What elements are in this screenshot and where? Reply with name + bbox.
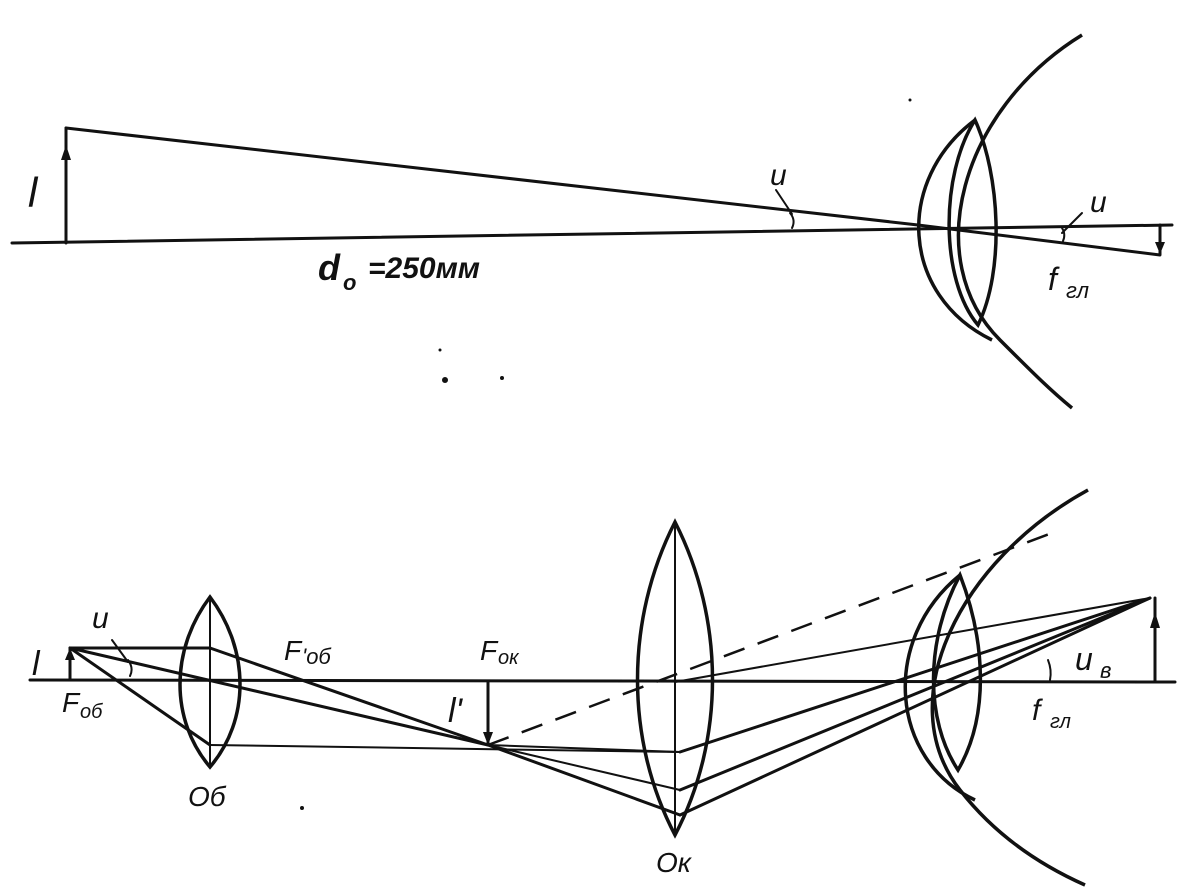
intermediate-image-label: l' [448, 692, 464, 730]
speck [438, 348, 442, 352]
top-object-label: l [28, 169, 39, 216]
bottom-angle-eye-arc [1047, 659, 1052, 681]
top-retina-arrowhead [1155, 242, 1165, 254]
ray-exit-mid [678, 596, 1152, 792]
focus-eyepiece-label: F [480, 635, 499, 666]
speck [442, 377, 448, 383]
top-angle-arc-right [1061, 227, 1066, 242]
top-distance-subscript: o [343, 270, 356, 295]
top-eye-cornea [917, 118, 993, 342]
speck [908, 98, 912, 102]
ray-exit-top [678, 596, 1152, 754]
bottom-eye-lens [931, 570, 983, 774]
ray-chief-objective [68, 646, 490, 747]
bottom-optical-axis [28, 678, 1177, 684]
ray-to-eyepiece-bottom [486, 743, 682, 817]
bottom-retina-subscript: гл [1050, 711, 1071, 733]
focus-objective-label: F [62, 687, 81, 718]
bottom-eye-cornea [903, 573, 976, 802]
top-object-arrowhead [61, 145, 71, 160]
bottom-lower-line [209, 744, 681, 753]
top-angle-label-left: u [770, 159, 787, 192]
top-angle-arc-left [789, 212, 795, 229]
bottom-angle-pointer [111, 639, 129, 663]
top-chief-ray [64, 126, 920, 227]
bottom-retina-label: f [1032, 694, 1043, 727]
top-distance-value: =250мм [368, 252, 480, 285]
intermediate-image-arrowhead [483, 732, 493, 745]
top-eye-lens [947, 116, 998, 329]
angle-eye-subscript: в [1100, 658, 1111, 683]
bottom-eye-sclera [930, 488, 1089, 887]
eyepiece-label: Ок [656, 847, 693, 878]
focus-eyepiece-subscript: ок [498, 647, 520, 669]
speck [500, 376, 504, 380]
bottom-angle-arc [127, 659, 133, 677]
top-angle-pointer-left [775, 189, 793, 215]
top-retina-label: f [1048, 261, 1060, 297]
speck [300, 806, 304, 810]
ray-through-focus [68, 646, 212, 747]
dashed-construction-line [487, 528, 1061, 747]
top-angle-pointer-right [1061, 212, 1083, 234]
ray-to-eyepiece-mid [487, 744, 681, 791]
bottom-retina-arrowhead [1150, 612, 1160, 628]
top-retina-subscript: гл [1066, 278, 1089, 303]
objective-label: Об [188, 781, 227, 812]
bottom-diagram: l u F об F 'об F ок l' Об Ок u в f гл [28, 98, 1177, 887]
angle-eye-label: u [1075, 641, 1093, 677]
top-angle-label-right: u [1090, 186, 1107, 219]
bottom-object-arrowhead [65, 648, 75, 660]
focus-objective-prime-subscript: 'об [302, 644, 332, 669]
ray-to-eyepiece-parallel [487, 744, 681, 753]
ray-exit-bottom [678, 596, 1152, 817]
top-optical-axis [10, 223, 1174, 245]
top-distance-label: d [318, 247, 341, 288]
top-ray-in-eye [916, 223, 1162, 257]
bottom-object-label: l [32, 645, 41, 683]
ray-after-objective [208, 646, 490, 747]
bottom-angle-label: u [92, 602, 109, 635]
focus-objective-prime-label: F [284, 635, 303, 666]
top-eye-sclera [956, 33, 1083, 410]
top-diagram: l u u d o =250мм f гл [10, 33, 1174, 410]
focus-objective-subscript: об [80, 701, 103, 723]
